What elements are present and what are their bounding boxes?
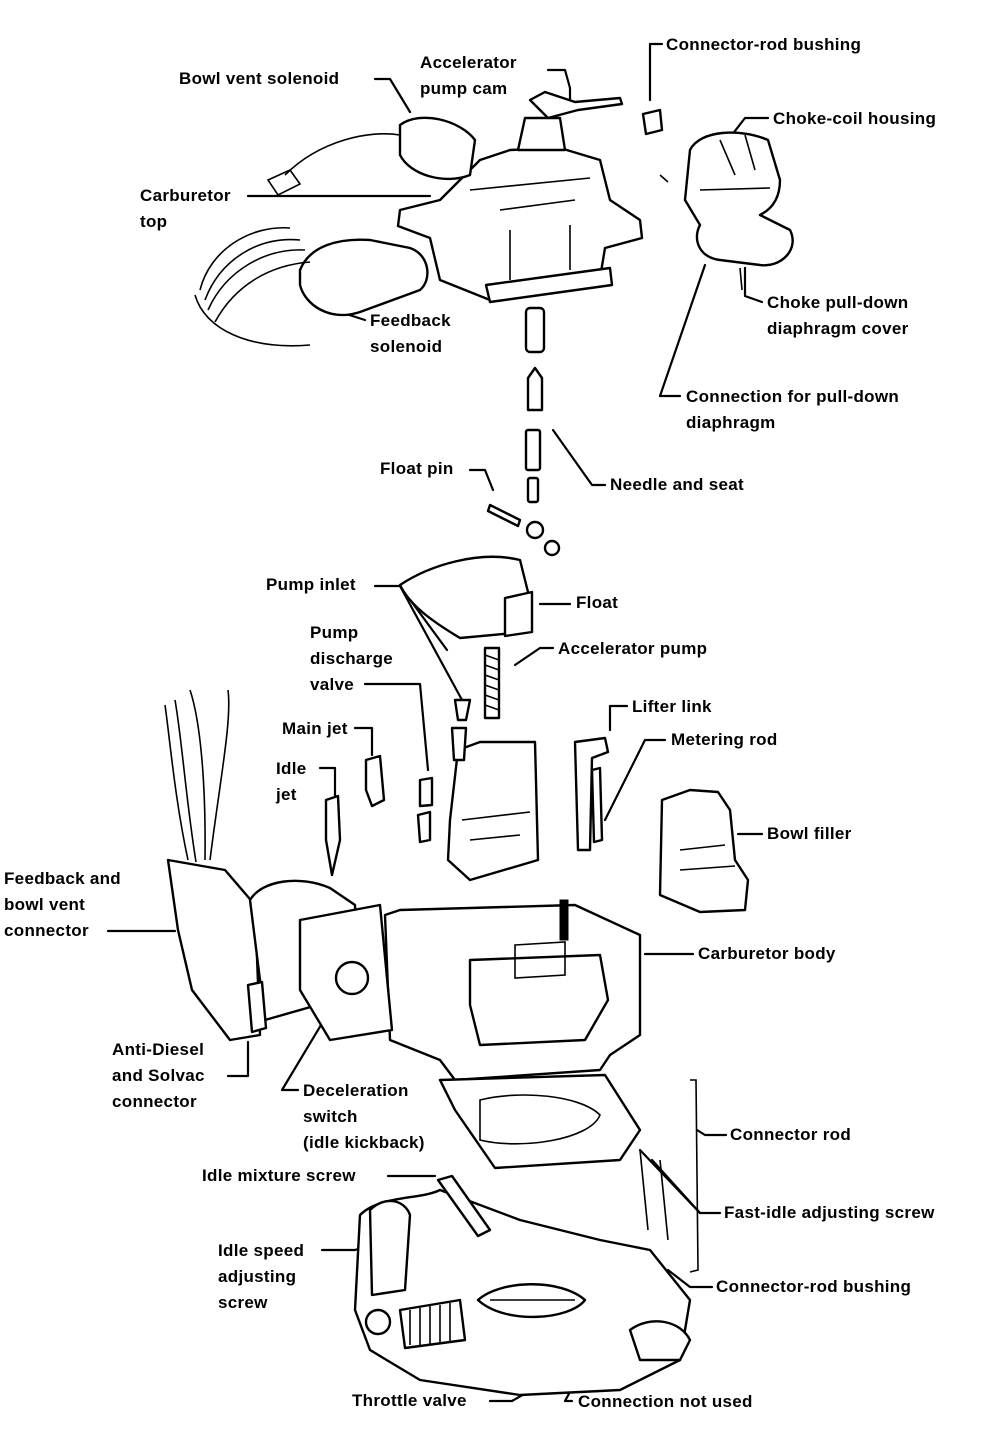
label-connector-rod-bushing-bottom: Connector-rod bushing bbox=[716, 1277, 912, 1296]
label-float: Float bbox=[576, 593, 619, 612]
needle-and-seat-part bbox=[486, 306, 561, 557]
connector-rod-part bbox=[639, 1079, 699, 1273]
label-feedback-and-bowl-vent-connector: Feedback and bowl vent connector bbox=[4, 869, 121, 940]
label-idle-jet: Idle jet bbox=[276, 759, 307, 804]
label-choke-coil-housing: Choke-coil housing bbox=[773, 109, 937, 128]
throttle-body-part bbox=[353, 1174, 692, 1397]
label-fast-idle-adjusting-screw: Fast-idle adjusting screw bbox=[724, 1203, 935, 1222]
float-part bbox=[398, 555, 534, 640]
label-bowl-filler: Bowl filler bbox=[767, 824, 852, 843]
label-metering-rod: Metering rod bbox=[671, 730, 778, 749]
label-choke-pull-down-diaphragm-cover: Choke pull-down diaphragm cover bbox=[767, 293, 909, 338]
label-lifter-link: Lifter link bbox=[632, 697, 712, 716]
label-connector-rod-bushing-top: Connector-rod bushing bbox=[666, 35, 862, 54]
label-needle-and-seat: Needle and seat bbox=[610, 475, 744, 494]
label-pump-inlet: Pump inlet bbox=[266, 575, 356, 594]
carburetor-top-assembly bbox=[194, 116, 644, 347]
label-accelerator-pump: Accelerator pump bbox=[558, 639, 708, 658]
label-pump-discharge-valve: Pump discharge valve bbox=[310, 623, 394, 694]
label-deceleration-switch: Deceleration switch (idle kickback) bbox=[303, 1081, 425, 1152]
label-main-jet: Main jet bbox=[282, 719, 348, 738]
label-carburetor-body: Carburetor body bbox=[698, 944, 836, 963]
choke-coil-housing-part bbox=[659, 131, 794, 291]
label-bowl-vent-solenoid: Bowl vent solenoid bbox=[179, 69, 340, 88]
carburetor-body-part bbox=[298, 899, 642, 1170]
label-anti-diesel-and-solvac-connector: Anti-Diesel and Solvac connector bbox=[112, 1040, 205, 1111]
accelerator-pump-cam-part bbox=[528, 90, 664, 136]
label-connection-for-pull-down-diaphragm: Connection for pull-down diaphragm bbox=[686, 387, 900, 432]
bowl-filler-part bbox=[658, 788, 750, 914]
label-connection-not-used: Connection not used bbox=[578, 1392, 753, 1411]
lifter-link-part bbox=[573, 736, 610, 852]
label-float-pin: Float pin bbox=[380, 459, 454, 478]
label-connector-rod: Connector rod bbox=[730, 1125, 852, 1144]
label-carburetor-top: Carburetor top bbox=[140, 186, 231, 231]
label-idle-speed-adjusting-screw: Idle speed adjusting screw bbox=[218, 1241, 305, 1312]
label-feedback-solenoid: Feedback solenoid bbox=[370, 311, 451, 356]
label-idle-mixture-screw: Idle mixture screw bbox=[202, 1166, 356, 1185]
accelerator-pump-part bbox=[446, 646, 540, 882]
jets-part bbox=[324, 754, 434, 877]
label-accelerator-pump-cam: Accelerator pump cam bbox=[420, 53, 517, 98]
label-throttle-valve: Throttle valve bbox=[352, 1391, 467, 1410]
